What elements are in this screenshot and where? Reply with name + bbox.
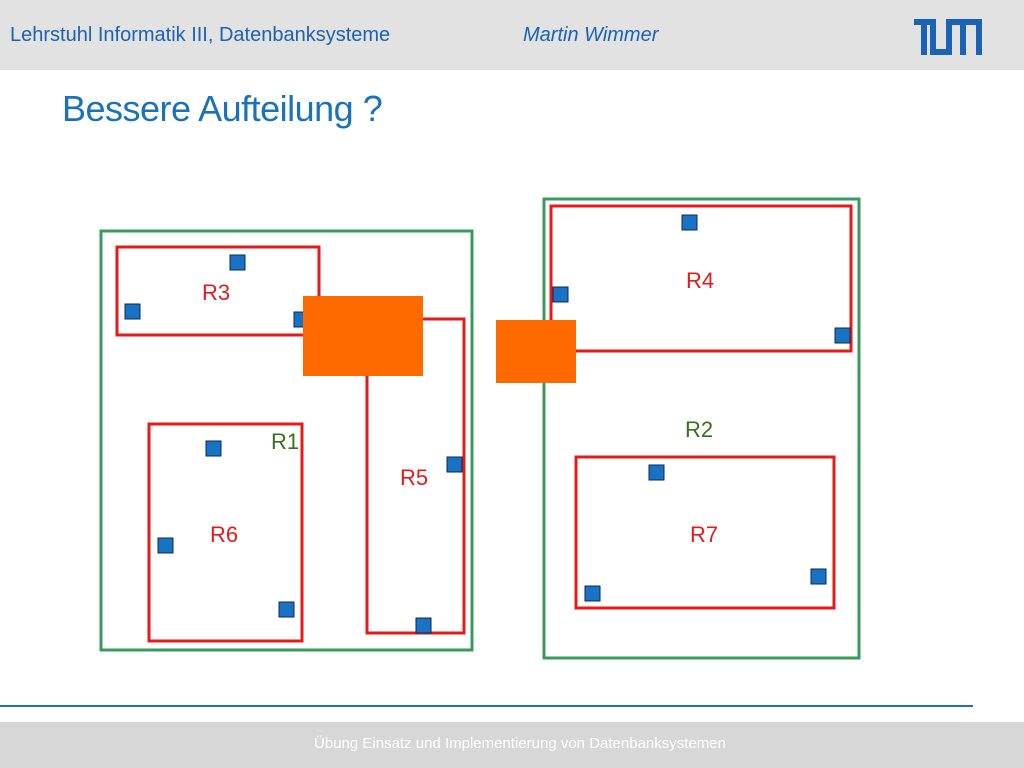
data-point (205, 440, 222, 457)
footer-text: Übung Einsatz und Implementierung von Da… (314, 735, 726, 752)
tum-logo-icon (914, 19, 982, 55)
footer-divider (0, 705, 973, 707)
label-r6: R6 (210, 522, 238, 547)
header-author: Martin Wimmer (523, 24, 659, 46)
data-point (834, 327, 851, 344)
region-r1-outline (99, 229, 474, 652)
region-r6-outline (147, 422, 304, 643)
slide-header: Lehrstuhl Informatik III, Datenbanksyste… (0, 0, 1024, 70)
data-point (584, 585, 601, 602)
data-point (415, 617, 432, 634)
header-organization: Lehrstuhl Informatik III, Datenbanksyste… (10, 24, 391, 46)
query-box-right (496, 320, 576, 383)
data-point (681, 214, 698, 231)
region-r7-outline (574, 455, 836, 610)
data-point (648, 464, 665, 481)
region-r2-outline (542, 197, 861, 660)
label-r7: R7 (690, 522, 718, 547)
query-box-left (303, 296, 423, 376)
data-point (124, 303, 141, 320)
label-r1: R1 (271, 429, 299, 454)
slide-title: Bessere Aufteilung ? (62, 88, 383, 129)
region-r4-outline (549, 204, 853, 353)
data-point (810, 568, 827, 585)
data-point (229, 254, 246, 271)
label-r5: R5 (400, 465, 428, 490)
label-r2: R2 (685, 417, 713, 442)
data-point (278, 601, 295, 618)
data-point (446, 456, 463, 473)
region-r3-outline (115, 245, 321, 337)
data-point (552, 286, 569, 303)
label-r3: R3 (202, 280, 230, 305)
label-r4: R4 (686, 268, 714, 293)
data-point (157, 537, 174, 554)
slide-footer: Übung Einsatz und Implementierung von Da… (0, 722, 1024, 768)
